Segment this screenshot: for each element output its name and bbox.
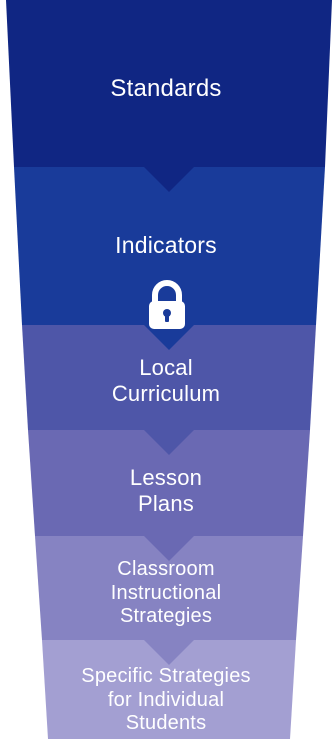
lock-shackle bbox=[152, 280, 182, 302]
level-label-lesson-plans: Lesson Plans bbox=[129, 465, 203, 516]
level-label-local-curriculum: Local Curriculum bbox=[111, 355, 221, 406]
arrow-notch-local-curriculum bbox=[144, 430, 194, 455]
lock-keyhole-stem bbox=[165, 314, 169, 322]
level-label-standards: Standards bbox=[110, 75, 222, 102]
funnel-segment-lesson-plans bbox=[28, 430, 310, 536]
arrow-notch-indicators bbox=[144, 325, 194, 350]
funnel-segment-classroom-strategies bbox=[35, 536, 303, 640]
funnel-segment-individual-strategies bbox=[42, 640, 296, 739]
funnel-segment-local-curriculum bbox=[22, 325, 316, 430]
level-label-indicators: Indicators bbox=[115, 232, 217, 258]
arrow-notch-standards bbox=[144, 167, 194, 192]
level-label-classroom-strategies: Classroom Instructional Strategies bbox=[110, 558, 222, 628]
padlock-icon bbox=[149, 280, 185, 329]
level-label-individual-strategies: Specific Strategies for Individual Stude… bbox=[81, 665, 251, 735]
arrow-notch-classroom-strategies bbox=[144, 640, 194, 665]
arrow-notch-lesson-plans bbox=[144, 536, 194, 561]
funnel-segment-indicators bbox=[14, 167, 325, 325]
funnel-segment-standards bbox=[6, 0, 332, 167]
